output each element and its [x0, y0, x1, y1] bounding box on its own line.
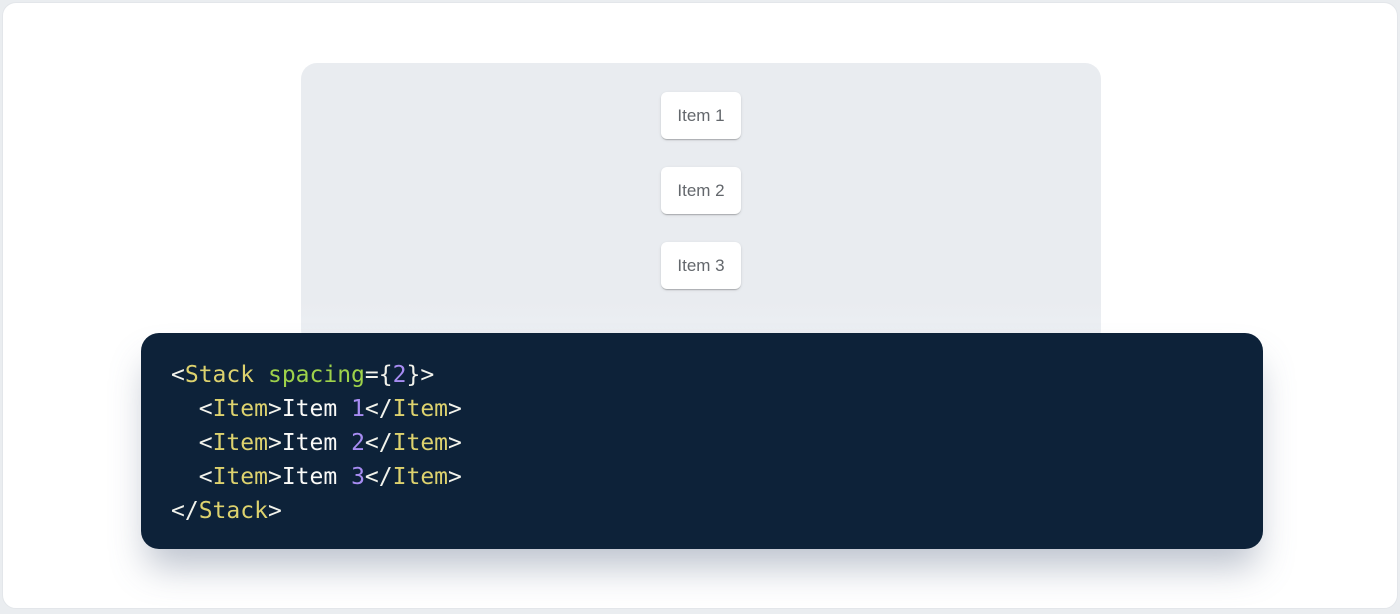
code-token: Stack: [198, 498, 268, 524]
code-token: >: [267, 498, 282, 524]
code-token: Item: [212, 430, 268, 456]
stack-item-card: Item 1: [661, 92, 741, 139]
code-snippet: <Stack spacing={2}> <Item>Item 1</Item> …: [171, 358, 1233, 528]
code-token: 2: [351, 430, 365, 456]
code-token: [171, 396, 199, 422]
stack-demo-panel: Item 1 Item 2 Item 3: [301, 63, 1101, 346]
code-token: >: [448, 430, 462, 456]
code-token: [171, 464, 199, 490]
code-token: Item: [281, 464, 352, 490]
code-token: >: [267, 396, 282, 422]
code-token: [254, 362, 268, 388]
stack-item-card: Item 2: [661, 167, 741, 214]
code-token: Item: [392, 430, 449, 456]
code-line: <Stack spacing={2}>: [171, 358, 1233, 392]
stack-demo-container: Item 1 Item 2 Item 3: [301, 63, 1101, 289]
code-token: Stack: [184, 362, 255, 388]
code-token: <: [171, 362, 185, 388]
code-token: <: [198, 396, 213, 422]
code-token: <: [198, 430, 213, 456]
code-token: }: [406, 362, 421, 388]
stack-item-label: Item 3: [677, 256, 725, 275]
code-token: 1: [351, 396, 365, 422]
code-line: <Item>Item 2</Item>: [171, 426, 1233, 460]
stack-item-label: Item 2: [677, 181, 725, 200]
stack-item-card: Item 3: [661, 242, 741, 289]
code-token: Item: [392, 396, 449, 422]
code-token: >: [267, 430, 282, 456]
code-token: {: [378, 362, 393, 388]
code-token: >: [420, 362, 435, 388]
code-token: </: [364, 396, 393, 422]
code-token: 2: [392, 362, 407, 388]
code-block: <Stack spacing={2}> <Item>Item 1</Item> …: [141, 333, 1263, 549]
code-token: =: [364, 362, 379, 388]
code-token: >: [448, 396, 462, 422]
code-token: [171, 430, 199, 456]
code-token: Item: [392, 464, 449, 490]
stack-item-label: Item 1: [677, 106, 725, 125]
code-line: </Stack>: [171, 494, 1233, 528]
code-token: </: [364, 430, 393, 456]
code-token: Item: [281, 396, 352, 422]
code-token: 3: [351, 464, 365, 490]
code-token: spacing: [267, 362, 365, 388]
code-token: Item: [212, 464, 268, 490]
code-token: Item: [281, 430, 352, 456]
code-token: <: [198, 464, 213, 490]
code-token: >: [267, 464, 282, 490]
code-token: Item: [212, 396, 268, 422]
code-line: <Item>Item 3</Item>: [171, 460, 1233, 494]
code-token: </: [171, 498, 199, 524]
code-token: >: [448, 464, 462, 490]
code-line: <Item>Item 1</Item>: [171, 392, 1233, 426]
code-token: </: [364, 464, 393, 490]
